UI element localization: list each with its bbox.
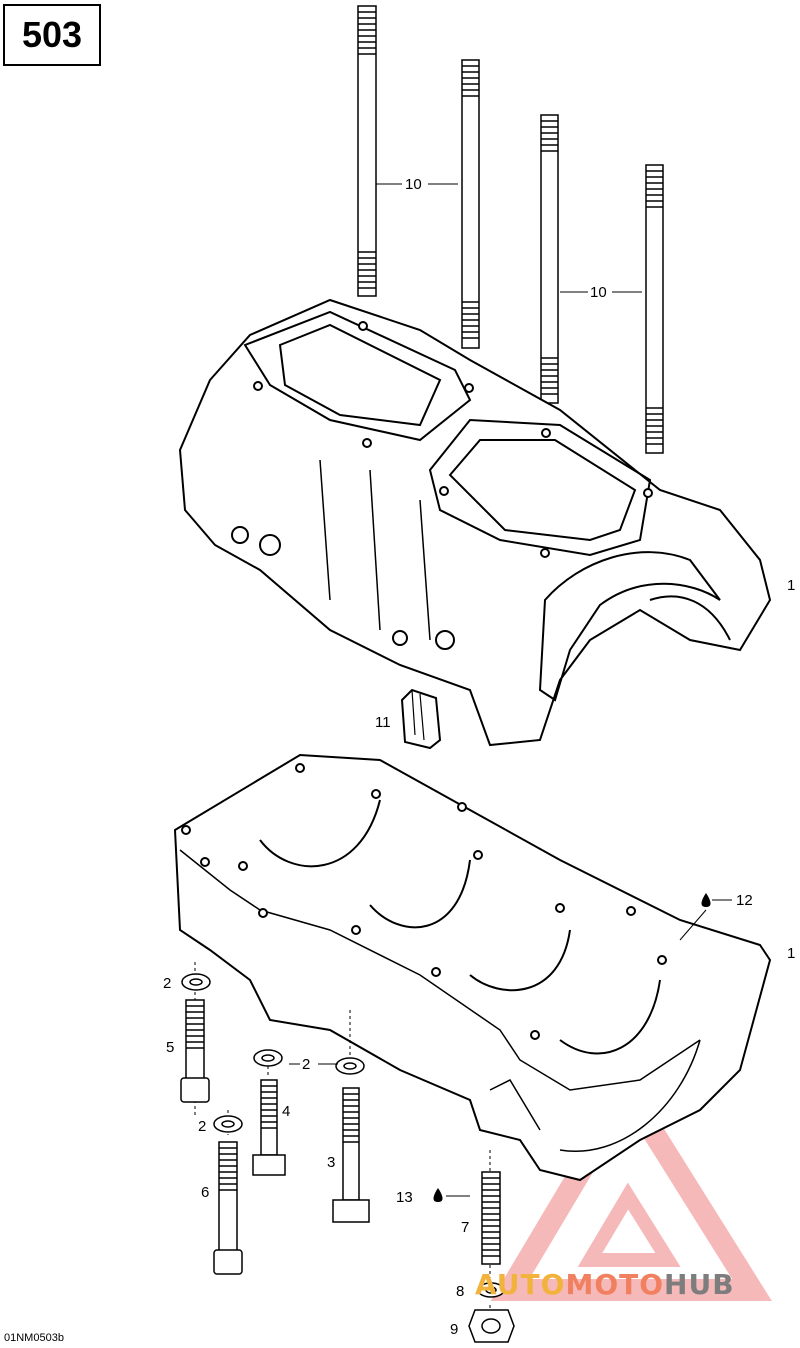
hex-nut-9: [468, 1309, 515, 1343]
callout-6: 6: [201, 1184, 209, 1201]
callout-11: 11: [375, 714, 391, 731]
watermark-text: AUTOMOTOHUB: [475, 1268, 735, 1301]
hex-bolt-4: [252, 1079, 286, 1176]
upper-crankcase: [178, 298, 772, 747]
bolts: [180, 999, 515, 1343]
crankcase-seal: [400, 688, 442, 750]
socket-bolt-5: [180, 999, 210, 1103]
stud-3: [540, 114, 559, 404]
oil-drop-icon: [701, 893, 711, 907]
callout-12: 12: [736, 892, 753, 909]
callout-9: 9: [450, 1321, 458, 1338]
page-number-box: 503: [3, 4, 101, 66]
callout-3: 3: [327, 1154, 335, 1171]
callout-2b: 2: [302, 1056, 310, 1073]
figure-code: 01NM0503b: [4, 1332, 64, 1344]
stud-1: [357, 5, 377, 297]
washers: [181, 973, 505, 1298]
callout-10a: 10: [405, 176, 422, 193]
callout-13: 13: [396, 1189, 413, 1206]
stud-4: [645, 164, 664, 454]
leader-lines: [289, 183, 732, 1197]
studs-group: [357, 5, 664, 454]
page-number: 503: [21, 14, 83, 55]
watermark-logo: [490, 1070, 772, 1301]
callout-2a: 2: [163, 975, 171, 992]
stud-2: [461, 59, 480, 349]
callout-labels: 10 10 1 11 12 1 2 5 2 4 2 3 6 13 7 8 9: [163, 176, 795, 1338]
oil-drop-icons: [433, 893, 711, 1202]
callout-1a: 1: [787, 577, 795, 594]
callout-8: 8: [456, 1283, 464, 1300]
callout-5: 5: [166, 1039, 174, 1056]
callout-4: 4: [282, 1103, 290, 1120]
callout-2c: 2: [198, 1118, 206, 1135]
callout-1b: 1: [787, 945, 795, 962]
oil-drop-icon: [433, 1188, 443, 1202]
callout-10b: 10: [590, 284, 607, 301]
hex-bolt-3: [332, 1087, 370, 1223]
callout-7: 7: [461, 1219, 469, 1236]
stud-7: [481, 1171, 501, 1265]
lower-crankcase: [173, 753, 772, 1182]
socket-bolt-6: [213, 1141, 243, 1275]
